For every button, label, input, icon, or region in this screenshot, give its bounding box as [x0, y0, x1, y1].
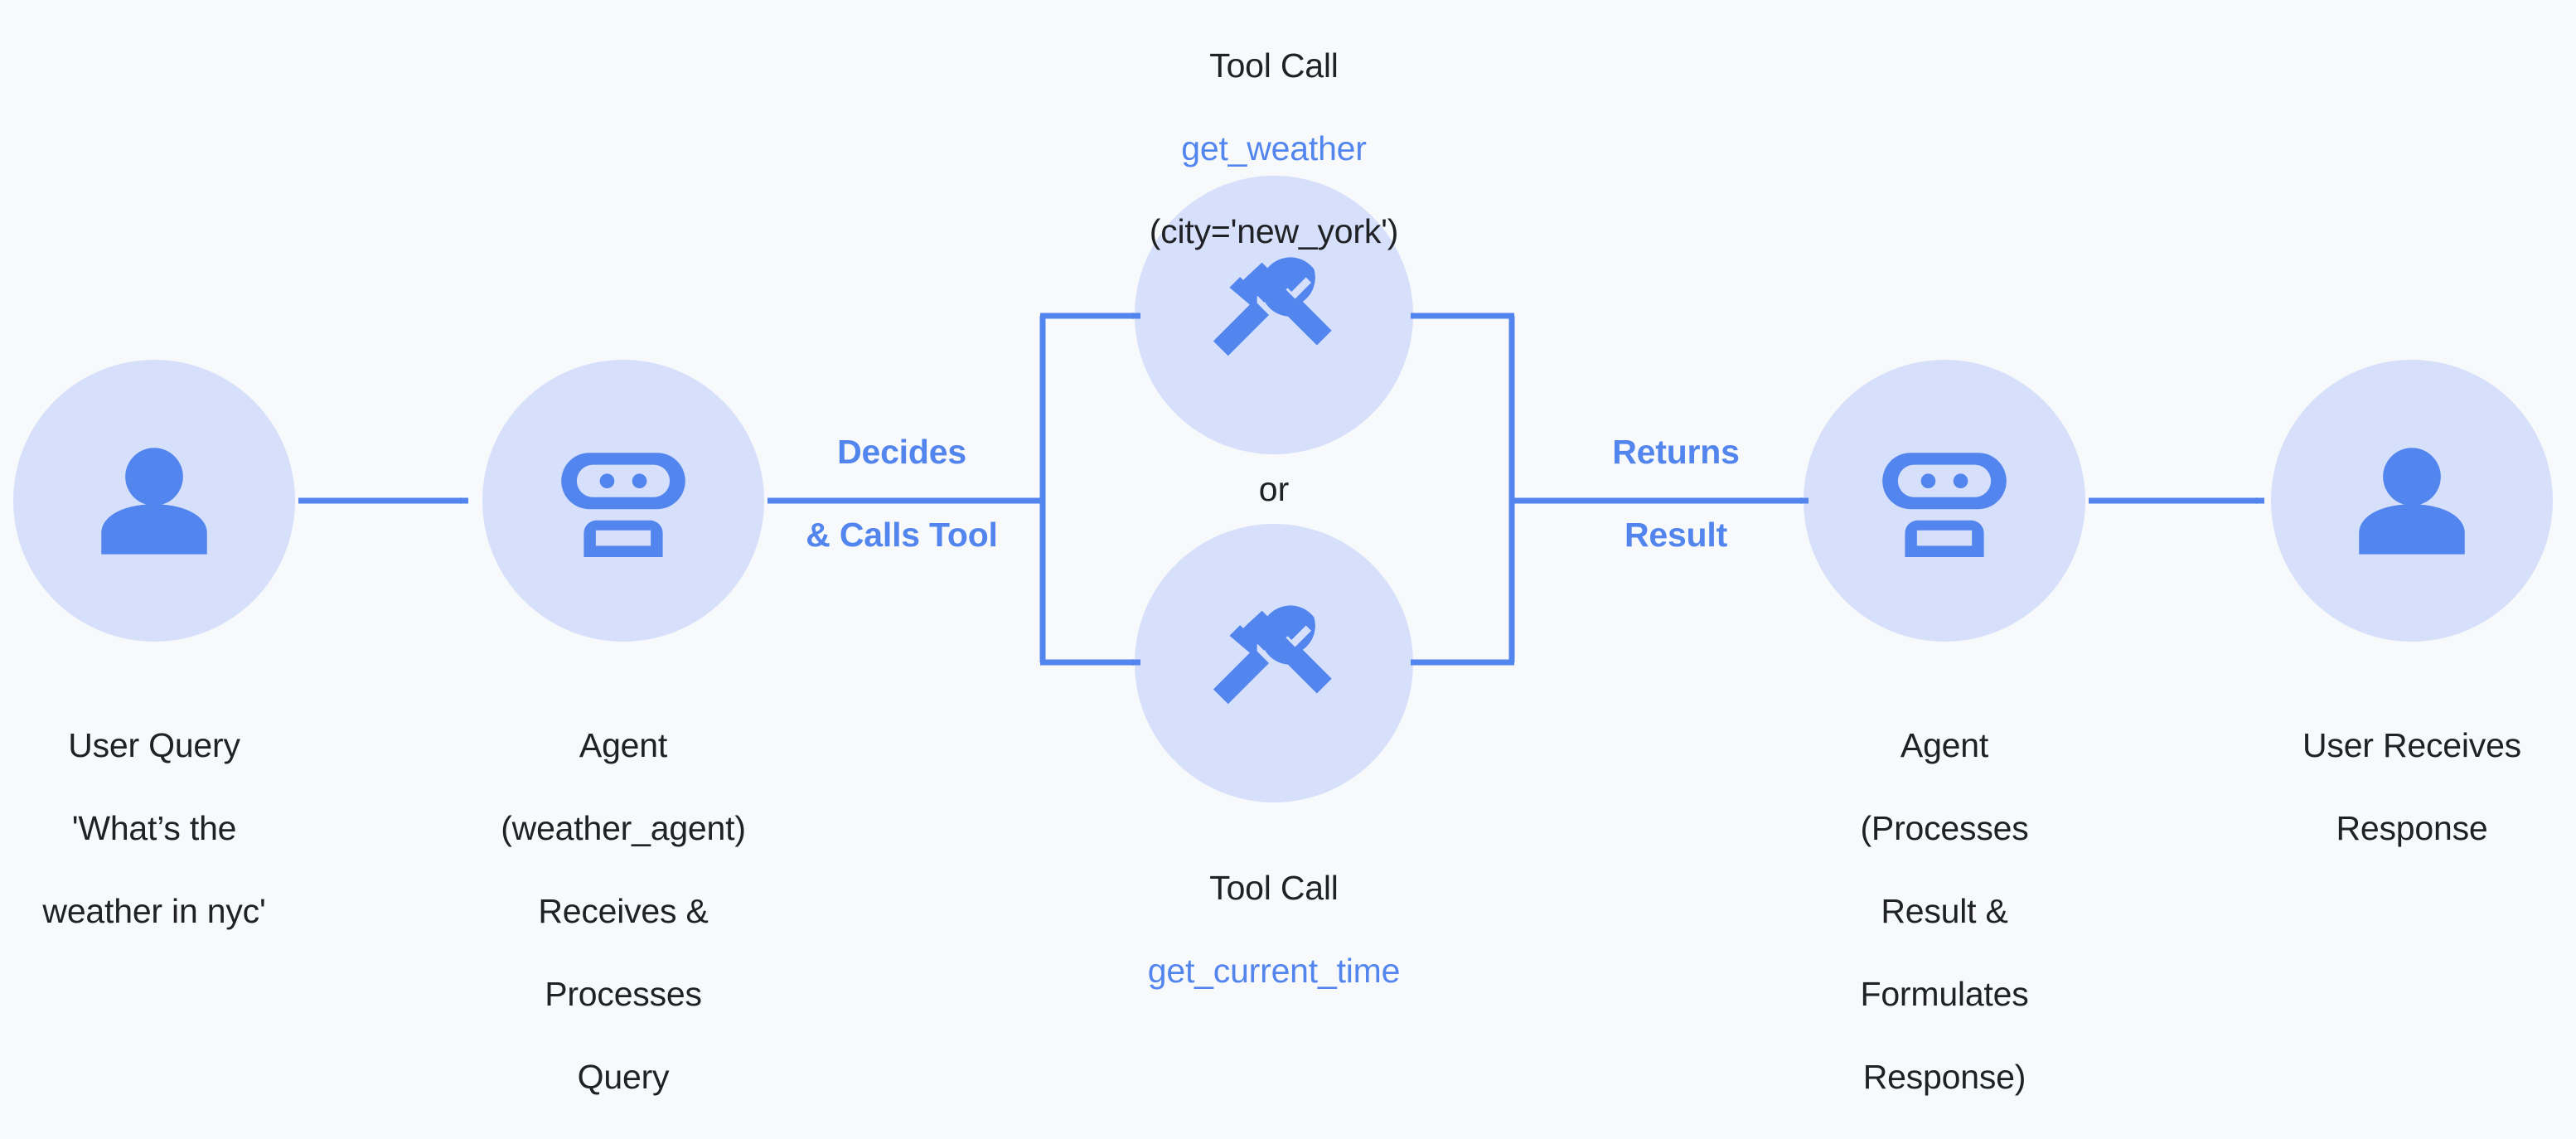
node-agent-process-circle: [1804, 360, 2085, 642]
agent-receive-line-3: Receives &: [538, 892, 709, 930]
decides-line-1: Decides: [837, 433, 966, 471]
user-query-line-1: User Query: [68, 726, 240, 764]
agent-receive-line-5: Query: [577, 1058, 670, 1096]
user-query-line-2: 'What’s the: [71, 809, 237, 847]
tool-top-function-name: get_weather: [1181, 129, 1367, 167]
edge-label-decides-calls-tool: Decides & Calls Tool: [769, 390, 1034, 597]
node-label-agent-process: Agent (Processes Result & Formulates Res…: [1795, 683, 2094, 1139]
diagram-canvas: [13, 176, 2553, 802]
node-label-agent-receive: Agent (weather_agent) Receives & Process…: [474, 683, 772, 1139]
agent-receive-line-1: Agent: [579, 726, 668, 764]
node-tool-top-circle: [1135, 176, 1413, 454]
agent-receive-line-2: (weather_agent): [501, 809, 746, 847]
node-label-tool-top: Tool Call get_weather (city='new_york'): [1092, 3, 1456, 293]
node-user-response-circle: [2271, 360, 2553, 642]
agent-process-line-4: Formulates: [1860, 975, 2029, 1013]
node-tool-bottom-circle: [1135, 524, 1413, 802]
tool-top-line-1: Tool Call: [1209, 46, 1339, 85]
returns-line-1: Returns: [1612, 433, 1740, 471]
tool-bottom-line-1: Tool Call: [1209, 869, 1339, 907]
agent-process-line-1: Agent: [1900, 726, 1989, 764]
agent-process-line-3: Result &: [1881, 892, 2008, 930]
node-agent-receive-circle: [482, 360, 764, 642]
tool-top-args: (city='new_york'): [1149, 212, 1399, 250]
decides-line-2: & Calls Tool: [806, 516, 998, 554]
node-user-query-circle: [13, 360, 295, 642]
node-label-user-response: User Receives Response: [2253, 683, 2571, 890]
returns-line-2: Result: [1624, 516, 1728, 554]
agent-receive-line-4: Processes: [545, 975, 702, 1013]
agent-process-line-2: (Processes: [1860, 809, 2029, 847]
edge-label-returns-result: Returns Result: [1543, 390, 1809, 597]
node-label-user-query: User Query 'What’s the weather in nyc': [5, 683, 303, 973]
agent-process-line-5: Response): [1862, 1058, 2026, 1096]
agent-tool-flow-diagram: User Query 'What’s the weather in nyc' A…: [5, 3, 2571, 1096]
user-query-line-3: weather in nyc': [42, 892, 266, 930]
user-response-line-1: User Receives: [2302, 726, 2521, 764]
user-response-line-2: Response: [2336, 809, 2488, 847]
branch-or-label: or: [1258, 470, 1290, 508]
tool-bottom-function-name: get_current_time: [1147, 952, 1401, 990]
node-label-tool-bottom: Tool Call get_current_time: [1092, 826, 1456, 1033]
